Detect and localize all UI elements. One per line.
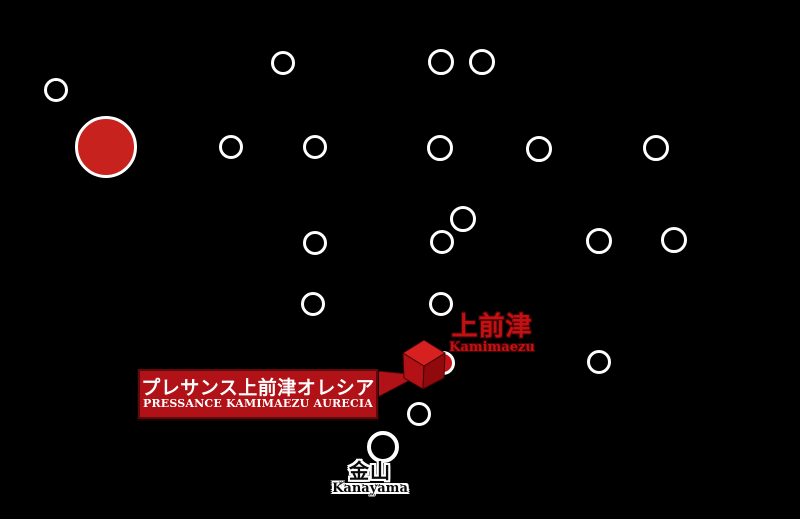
label-pointer <box>377 370 421 398</box>
station-marker <box>661 227 687 253</box>
kanayama-station-marker <box>367 431 399 463</box>
station-marker <box>643 135 669 161</box>
property-name-en: PRESSANCE KAMIMAEZU AURECIA <box>142 397 373 411</box>
station-marker <box>526 136 552 162</box>
station-marker <box>427 135 453 161</box>
station-marker <box>219 135 243 159</box>
station-marker <box>430 230 454 254</box>
property-name-jp: プレサンス上前津オレシア <box>141 376 375 399</box>
kanayama-name-jp: 金山 <box>349 459 391 483</box>
station-marker <box>271 51 295 75</box>
station-marker <box>450 206 476 232</box>
highlight-red-dot <box>75 116 137 178</box>
station-marker <box>587 350 611 374</box>
station-marker <box>469 49 495 75</box>
building-left-face <box>402 352 425 390</box>
station-marker <box>428 49 454 75</box>
station-marker <box>301 292 325 316</box>
property-label-box: プレサンス上前津オレシア PRESSANCE KAMIMAEZU AURECIA <box>138 369 378 419</box>
station-marker <box>303 231 327 255</box>
station-marker <box>586 228 612 254</box>
station-marker <box>44 78 68 102</box>
kamimaezu-station-label: 上前津 Kamimaezu <box>444 314 540 354</box>
kamimaezu-name-jp: 上前津 <box>451 312 533 342</box>
kamimaezu-name-en: Kamimaezu <box>449 340 535 355</box>
kanayama-station-label: 金山 Kanayama <box>330 461 410 495</box>
station-marker <box>407 402 431 426</box>
station-marker <box>429 292 453 316</box>
station-marker <box>303 135 327 159</box>
kanayama-name-en: Kanayama <box>332 481 408 496</box>
